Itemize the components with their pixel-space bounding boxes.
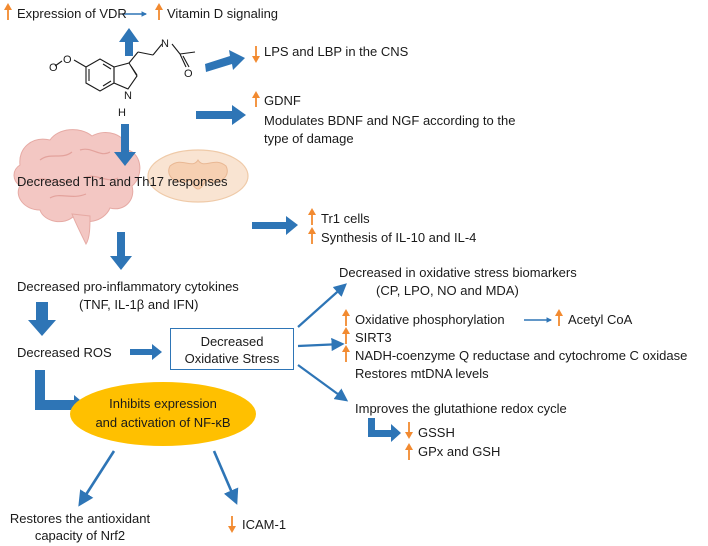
box-label-1: Decreased: [200, 334, 264, 349]
glut-label: Improves the glutathione redox cycle: [355, 401, 567, 416]
up-arrow-icon: [405, 443, 413, 460]
arrow-box-oxphos: [297, 337, 345, 352]
il-label: Synthesis of IL-10 and IL-4: [321, 230, 477, 245]
gssh-label: GSSH: [418, 425, 455, 440]
th-label: Decreased Th1 and Th17 responses: [17, 174, 228, 189]
vdr-label: Expression of VDR: [17, 6, 127, 21]
up-arrow-icon: [308, 227, 316, 244]
bdnf-label-1: Modulates BDNF and NGF according to the: [264, 113, 516, 128]
spinal-cord-illustration: [147, 149, 249, 203]
gdnf-label: GDNF: [264, 93, 301, 108]
nadh-label: NADH-coenzyme Q reductase and cytochrome…: [355, 348, 688, 363]
arrow-to-tr1: [252, 216, 298, 235]
arrow-to-gssh: [368, 418, 401, 442]
icam-label: ICAM-1: [242, 517, 287, 532]
arrow-box-biomarkers: [297, 283, 347, 328]
up-arrow-icon: [555, 309, 563, 326]
arrow-ellipse-nrf: [78, 450, 116, 507]
arrow-to-ros: [28, 302, 56, 336]
melatonin-molecule: [54, 43, 196, 92]
vitd-label: Vitamin D signaling: [167, 6, 279, 21]
up-arrow-icon: [342, 309, 350, 326]
nrf-label-1: Restores the antioxidant: [9, 511, 151, 526]
oxphos-label: Oxidative phosphorylation: [355, 312, 505, 327]
ros-label: Decreased ROS: [17, 345, 112, 360]
down-arrow-icon: [228, 516, 236, 533]
change-indicators: [4, 3, 563, 533]
biomarkers-label-2: (CP, LPO, NO and MDA): [376, 283, 519, 298]
down-arrow-icon: [405, 422, 413, 439]
up-arrow-icon: [342, 327, 350, 344]
arrow-to-box: [130, 344, 162, 360]
up-arrow-icon: [155, 3, 163, 20]
atom-label-nh: H: [118, 107, 126, 119]
oxidative-stress-box: Decreased Oxidative Stress: [170, 328, 294, 370]
atom-label-amide-n: N: [161, 38, 169, 50]
arrow-to-cytokines: [110, 232, 132, 270]
arrow-up-vdr: [119, 28, 139, 56]
cytokines-label-1: Decreased pro-inflammatory cytokines: [17, 279, 239, 294]
box-label-2: Oxidative Stress: [184, 351, 280, 366]
mtdna-label: Restores mtDNA levels: [355, 366, 489, 381]
nfkb-ellipse: Inhibits expression and activation of NF…: [70, 382, 256, 446]
atom-label-amide-o: O: [184, 68, 193, 80]
thin-arrows: [78, 11, 553, 507]
arrow-to-lps: [205, 50, 245, 72]
cytokines-label-2: (TNF, IL-1β and IFN): [79, 297, 199, 312]
arrow-ellipse-icam: [212, 450, 239, 505]
atom-label-methoxy-o: O: [63, 54, 72, 66]
up-arrow-icon: [342, 345, 350, 362]
up-arrow-icon: [308, 208, 316, 225]
arrow-to-th: [114, 124, 136, 166]
biomarkers-label-1: Decreased in oxidative stress biomarkers: [339, 265, 577, 280]
tr1-label: Tr1 cells: [321, 211, 370, 226]
ellipse-label-2: and activation of NF-κB: [95, 415, 231, 430]
nrf-label-2: capacity of Nrf2: [34, 528, 126, 543]
atom-label-ring-n: N: [124, 90, 132, 102]
arrow-box-glut: [297, 364, 349, 402]
sirt-label: SIRT3: [355, 330, 392, 345]
brain-illustration: [13, 129, 141, 245]
lps-label: LPS and LBP in the CNS: [264, 44, 409, 59]
acetyl-label: Acetyl CoA: [568, 312, 633, 327]
gpx-label: GPx and GSH: [418, 444, 501, 459]
arrow-to-gdnf: [196, 105, 246, 125]
up-arrow-icon: [4, 3, 12, 20]
down-arrow-icon: [252, 46, 260, 63]
ellipse-label-1: Inhibits expression: [109, 396, 217, 411]
bdnf-label-2: type of damage: [264, 131, 354, 146]
atom-label-methoxy: O: [49, 62, 58, 74]
up-arrow-icon: [252, 91, 260, 107]
